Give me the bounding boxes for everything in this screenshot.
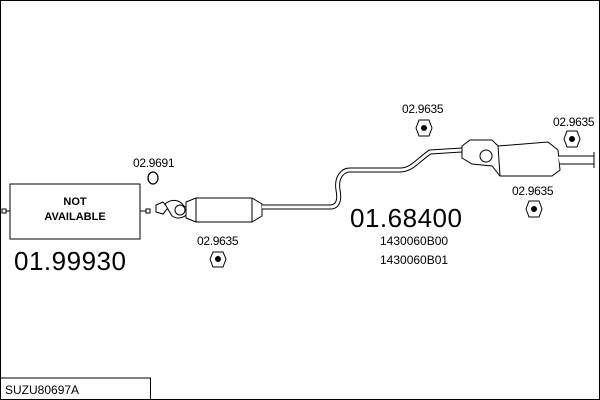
ring-part-label: 02.9691 [133, 156, 175, 170]
oem-number-1: 1430060B00 [380, 234, 448, 248]
na-line-2: AVAILABLE [44, 211, 105, 223]
na-line-1: NOT [63, 196, 87, 208]
rear-silencer-cap [479, 149, 493, 163]
part-number-main: 01.68400 [350, 203, 462, 233]
rubber-hanger-icon [415, 119, 433, 137]
part-number-front: 01.99930 [14, 246, 126, 276]
exhaust-assembly [155, 139, 595, 223]
inlet-flange [155, 201, 169, 215]
diagram-code: SUZU80697A [5, 383, 79, 397]
center-pipe-outline [262, 147, 463, 210]
hanger-front-label: 02.9635 [197, 234, 239, 248]
rubber-hanger-icon [525, 200, 543, 218]
ring-gasket-icon [147, 171, 159, 185]
hanger-bottom-right-label: 02.9635 [512, 184, 554, 198]
rear-silencer-seam [497, 145, 501, 177]
not-available-box: NOT AVAILABLE [1, 183, 151, 240]
tail-pipe [558, 155, 595, 165]
hanger-top-right-label: 02.9635 [553, 115, 595, 129]
rubber-hanger-icon [563, 130, 581, 148]
rear-silencer [461, 139, 561, 177]
rubber-hanger-icon [209, 251, 227, 268]
center-pipe-fill [262, 148, 463, 209]
middle-silencer [185, 197, 263, 223]
hanger-top-mid-label: 02.9635 [402, 102, 444, 116]
front-pipe-joint [174, 204, 186, 216]
oem-number-2: 1430060B01 [380, 253, 448, 267]
